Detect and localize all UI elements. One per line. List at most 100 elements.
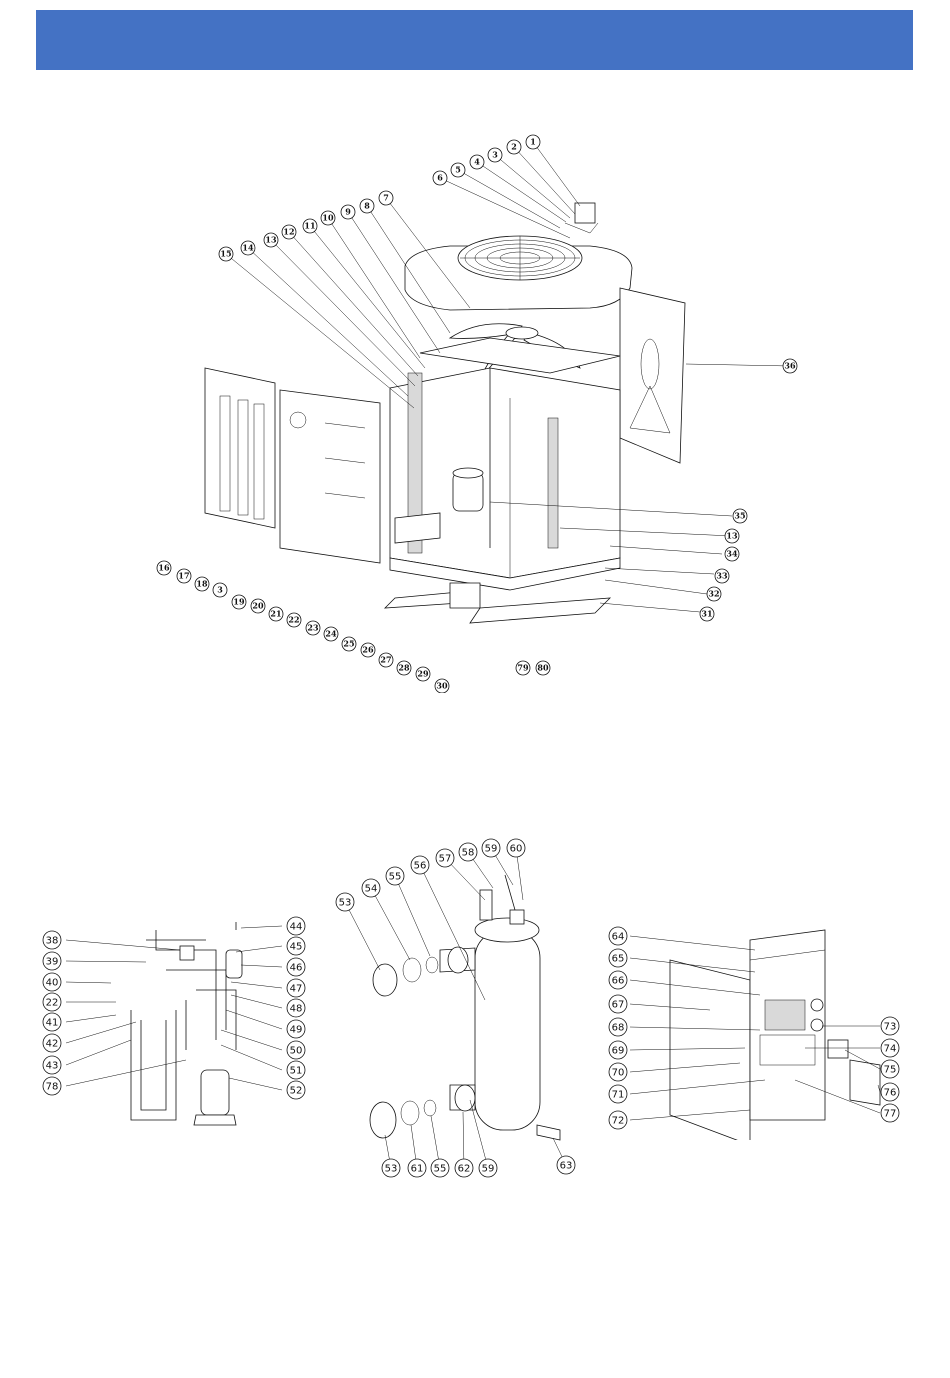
callout-number: 3 [492, 150, 498, 160]
callout-number: 1 [530, 137, 536, 147]
part-callout: 47 [287, 979, 305, 997]
callout-number: 24 [325, 629, 337, 639]
piping-leaders [66, 926, 282, 1090]
callout-number: 48 [290, 1003, 303, 1014]
callout-number: 66 [612, 975, 625, 986]
callout-number: 5 [455, 165, 461, 175]
part-callout: 9 [341, 205, 355, 219]
callout-number: 33 [716, 571, 728, 581]
part-callout: 45 [287, 937, 305, 955]
part-callout: 12 [282, 225, 296, 239]
part-callout: 27 [379, 653, 393, 667]
callout-number: 6 [437, 173, 443, 183]
control-box-cover [670, 960, 750, 1140]
part-callout: 23 [306, 621, 320, 635]
callout-number: 80 [537, 663, 549, 673]
callout-number: 78 [46, 1081, 59, 1092]
callout-number: 68 [612, 1022, 625, 1033]
callout-number: 43 [46, 1060, 59, 1071]
part-callout: 6 [433, 171, 447, 185]
callout-number: 34 [726, 549, 738, 559]
part-callout: 41 [43, 1013, 61, 1031]
part-callout: 56 [411, 856, 429, 874]
main-exploded-svg: 1234567891011121314151617183192021222324… [150, 128, 810, 693]
callout-number: 50 [290, 1045, 303, 1056]
controlbox-svg: 6465666768697071727374757677 [600, 920, 930, 1140]
callout-number: 69 [612, 1045, 625, 1056]
part-callout: 77 [881, 1104, 899, 1122]
part-callout: 13 [725, 529, 739, 543]
callout-number: 11 [304, 221, 315, 231]
callout-number: 39 [46, 956, 59, 967]
callout-number: 30 [436, 681, 448, 691]
callout-number: 35 [734, 511, 745, 521]
callout-number: 10 [322, 213, 334, 223]
callout-number: 25 [343, 639, 354, 649]
callout-number: 20 [252, 601, 264, 611]
callout-number: 19 [233, 597, 245, 607]
part-callout: 55 [431, 1159, 449, 1177]
part-callout: 46 [287, 958, 305, 976]
callout-number: 64 [612, 931, 625, 942]
part-callout: 13 [264, 233, 278, 247]
part-callout: 55 [386, 867, 404, 885]
exchanger-body [475, 918, 540, 1130]
part-callout: 53 [336, 893, 354, 911]
part-callout: 19 [232, 595, 246, 609]
callout-number: 32 [708, 589, 719, 599]
callout-number: 71 [612, 1089, 625, 1100]
valve [180, 946, 194, 960]
part-callout: 61 [408, 1159, 426, 1177]
callout-number: 55 [434, 1163, 447, 1174]
part-callout: 20 [251, 599, 265, 613]
left-back-panel [280, 390, 380, 563]
part-callout: 59 [479, 1159, 497, 1177]
callout-number: 73 [884, 1021, 897, 1032]
part-callout: 10 [321, 211, 335, 225]
header-band [36, 10, 913, 70]
part-callout: 1 [526, 135, 540, 149]
callout-number: 41 [46, 1017, 59, 1028]
callout-number: 59 [485, 843, 498, 854]
callout-number: 47 [290, 983, 303, 994]
callout-number: 22 [288, 615, 299, 625]
part-callout: 53 [382, 1159, 400, 1177]
part-callout: 26 [361, 643, 375, 657]
part-callout: 66 [609, 971, 627, 989]
part-callout: 49 [287, 1020, 305, 1038]
part-callout: 24 [324, 627, 338, 641]
part-callout: 36 [783, 359, 797, 373]
part-callout: 54 [362, 879, 380, 897]
callout-number: 31 [701, 609, 712, 619]
part-callout: 65 [609, 949, 627, 967]
part-callout: 39 [43, 952, 61, 970]
part-callout: 63 [557, 1156, 575, 1174]
part-callout: 29 [416, 667, 430, 681]
part-callout: 21 [269, 607, 283, 621]
condenser-coil-right [548, 418, 558, 548]
callout-number: 72 [612, 1115, 625, 1126]
right-side-panel [620, 288, 685, 463]
callout-number: 38 [46, 935, 59, 946]
part-callout: 78 [43, 1077, 61, 1095]
part-callout: 14 [241, 241, 255, 255]
callout-number: 44 [290, 921, 303, 932]
callout-number: 8 [364, 201, 370, 211]
part-callout: 48 [287, 999, 305, 1017]
part-callout: 68 [609, 1018, 627, 1036]
accumulator [226, 950, 242, 978]
callout-number: 60 [510, 843, 523, 854]
part-callout: 73 [881, 1017, 899, 1035]
callout-number: 57 [439, 853, 452, 864]
part-callout: 58 [459, 843, 477, 861]
callout-number: 46 [290, 962, 303, 973]
callout-number: 28 [398, 663, 410, 673]
part-callout: 71 [609, 1085, 627, 1103]
base-rails [385, 583, 610, 623]
callout-number: 36 [784, 361, 796, 371]
callout-number: 4 [474, 157, 480, 167]
callout-number: 27 [380, 655, 391, 665]
part-callout: 64 [609, 927, 627, 945]
part-callout: 40 [43, 973, 61, 991]
